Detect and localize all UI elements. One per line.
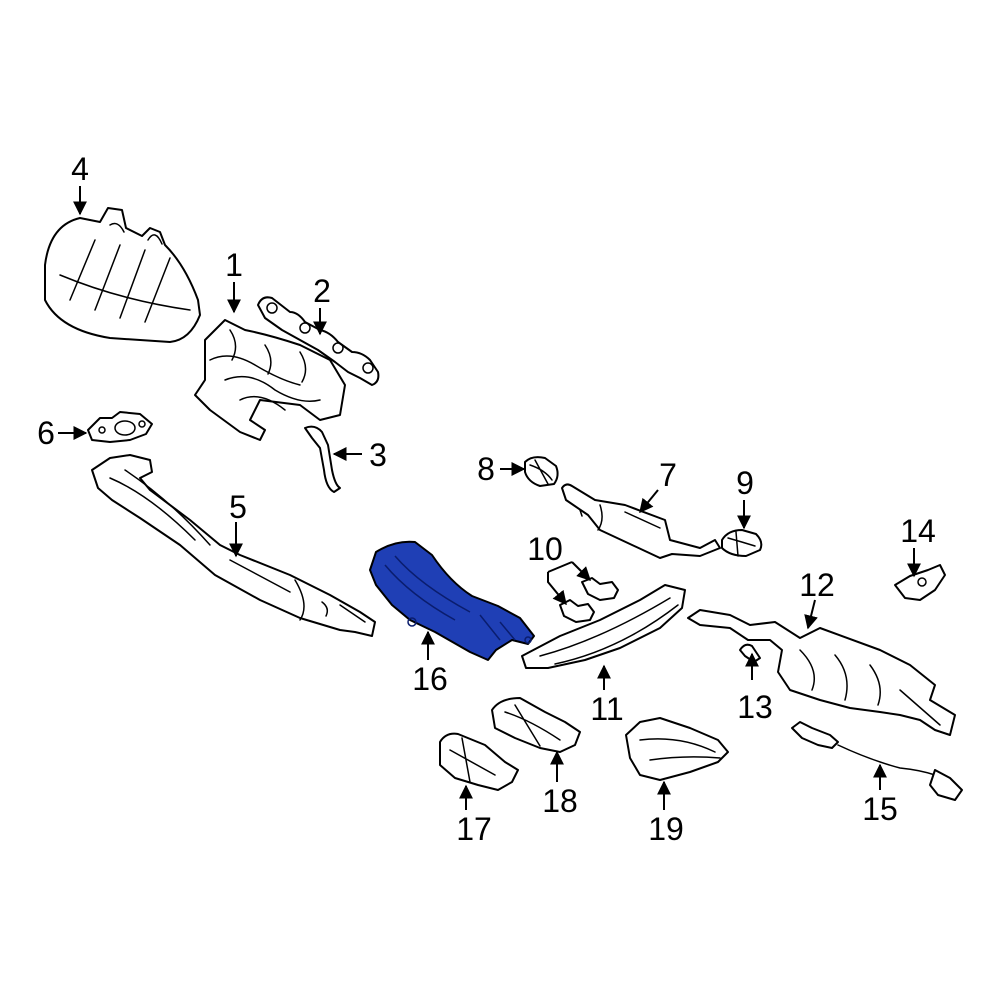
callout-15: 15	[862, 791, 898, 827]
part-15-oxygen-sensor[interactable]	[791, 721, 963, 801]
part-4-heat-shield[interactable]	[44, 207, 201, 343]
callout-10: 10	[527, 531, 563, 567]
part-9-clamp[interactable]	[721, 529, 763, 557]
callout-9: 9	[736, 465, 754, 501]
part-16-heat-shield-highlighted[interactable]	[369, 540, 535, 661]
callout-labels: 4 1 2 3 6 5 8 7 9 10 14 12 16 11 13 15 1…	[37, 151, 936, 847]
leader-lines	[58, 186, 921, 810]
callout-16: 16	[412, 661, 448, 697]
part-13-clip[interactable]	[739, 643, 761, 663]
callout-8: 8	[477, 451, 495, 487]
callout-14: 14	[900, 513, 936, 549]
part-14-bracket[interactable]	[894, 564, 946, 601]
callout-5: 5	[229, 489, 247, 525]
callout-2: 2	[313, 273, 331, 309]
callout-18: 18	[542, 783, 578, 819]
callout-12: 12	[799, 567, 835, 603]
part-6-gasket[interactable]	[87, 411, 153, 443]
part-11-tunnel-shield[interactable]	[521, 584, 686, 669]
callout-13: 13	[737, 689, 773, 725]
callout-1: 1	[225, 247, 243, 283]
callout-17: 17	[456, 811, 492, 847]
part-1-exhaust-manifold[interactable]	[194, 319, 346, 441]
part-5-front-pipe-converter[interactable]	[91, 454, 376, 637]
part-3-bracket[interactable]	[304, 425, 341, 493]
callout-11: 11	[590, 691, 623, 727]
part-7-center-pipe-resonator[interactable]	[561, 483, 721, 559]
part-18-heat-shield[interactable]	[491, 697, 581, 753]
callout-19: 19	[648, 811, 684, 847]
callout-6: 6	[37, 415, 55, 451]
part-2-manifold-gasket[interactable]	[257, 296, 380, 386]
part-8-clamp[interactable]	[524, 456, 559, 487]
part-17-heat-shield[interactable]	[439, 732, 519, 791]
part-19-heat-shield[interactable]	[625, 717, 729, 781]
callout-4: 4	[71, 151, 89, 187]
callout-3: 3	[369, 437, 387, 473]
part-10-brackets[interactable]	[559, 577, 619, 623]
part-12-rear-muffler[interactable]	[687, 609, 956, 736]
callout-7: 7	[659, 457, 677, 493]
